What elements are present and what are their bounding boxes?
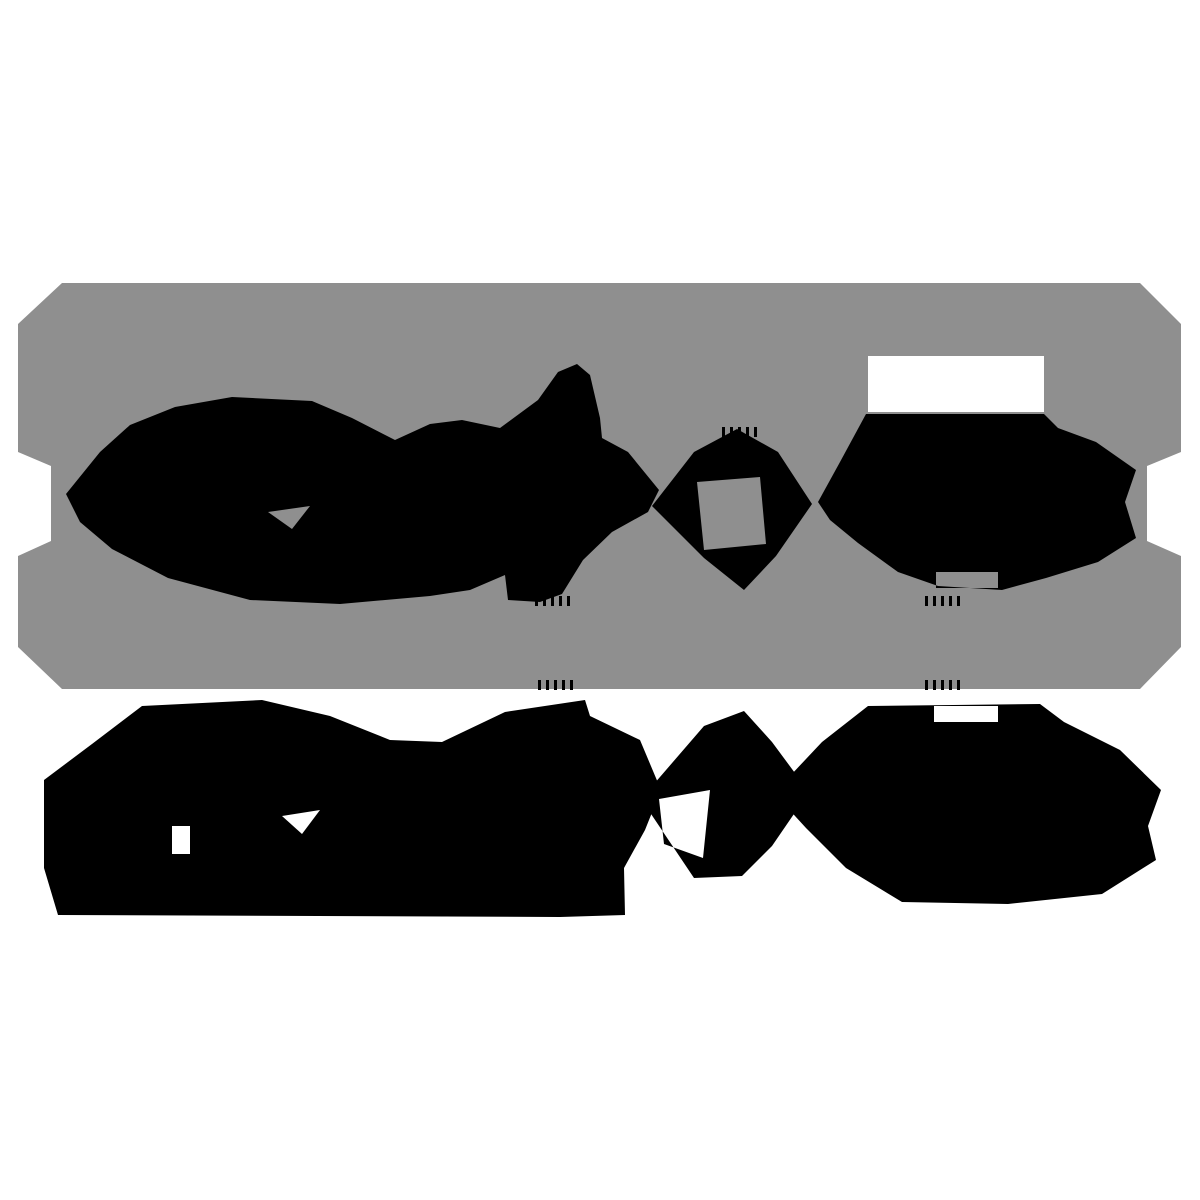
- tick-mark: [957, 596, 960, 606]
- blade-top-right-cutout: [868, 356, 1044, 412]
- tick-group-right-edge: [925, 680, 960, 690]
- tick-mark: [559, 596, 562, 606]
- tick-mark: [538, 680, 541, 690]
- tick-mark: [925, 596, 928, 606]
- ink-blob-top-right: [818, 414, 1136, 590]
- tick-group-left-edge: [538, 680, 573, 690]
- tick-group-left-mid: [535, 596, 570, 606]
- tick-mark: [570, 680, 573, 690]
- tick-mark: [554, 680, 557, 690]
- tick-mark: [925, 680, 928, 690]
- tick-mark: [551, 596, 554, 606]
- tick-mark: [543, 596, 546, 606]
- ink-blob-top-left: [66, 364, 659, 604]
- tick-mark: [730, 427, 733, 437]
- tick-mark: [546, 680, 549, 690]
- tick-group-right-mid: [925, 596, 960, 606]
- tick-mark: [957, 680, 960, 690]
- tick-mark: [722, 427, 725, 437]
- tick-mark: [535, 596, 538, 606]
- tick-mark: [941, 680, 944, 690]
- tick-mark: [949, 596, 952, 606]
- tick-mark: [933, 596, 936, 606]
- ink-blob-bottom-right: [774, 704, 1161, 904]
- ink-bowtie-top-center: [652, 429, 812, 590]
- tick-mark: [949, 680, 952, 690]
- tick-mark: [738, 427, 741, 437]
- ink-blob-bottom-left: [44, 700, 661, 917]
- tick-mark: [746, 427, 749, 437]
- tick-mark: [941, 596, 944, 606]
- tick-mark: [562, 680, 565, 690]
- ink-bowtie-bottom-center: [641, 711, 809, 878]
- tick-mark: [567, 596, 570, 606]
- tick-mark: [754, 427, 757, 437]
- tick-mark: [933, 680, 936, 690]
- tick-group-center-top: [722, 427, 757, 437]
